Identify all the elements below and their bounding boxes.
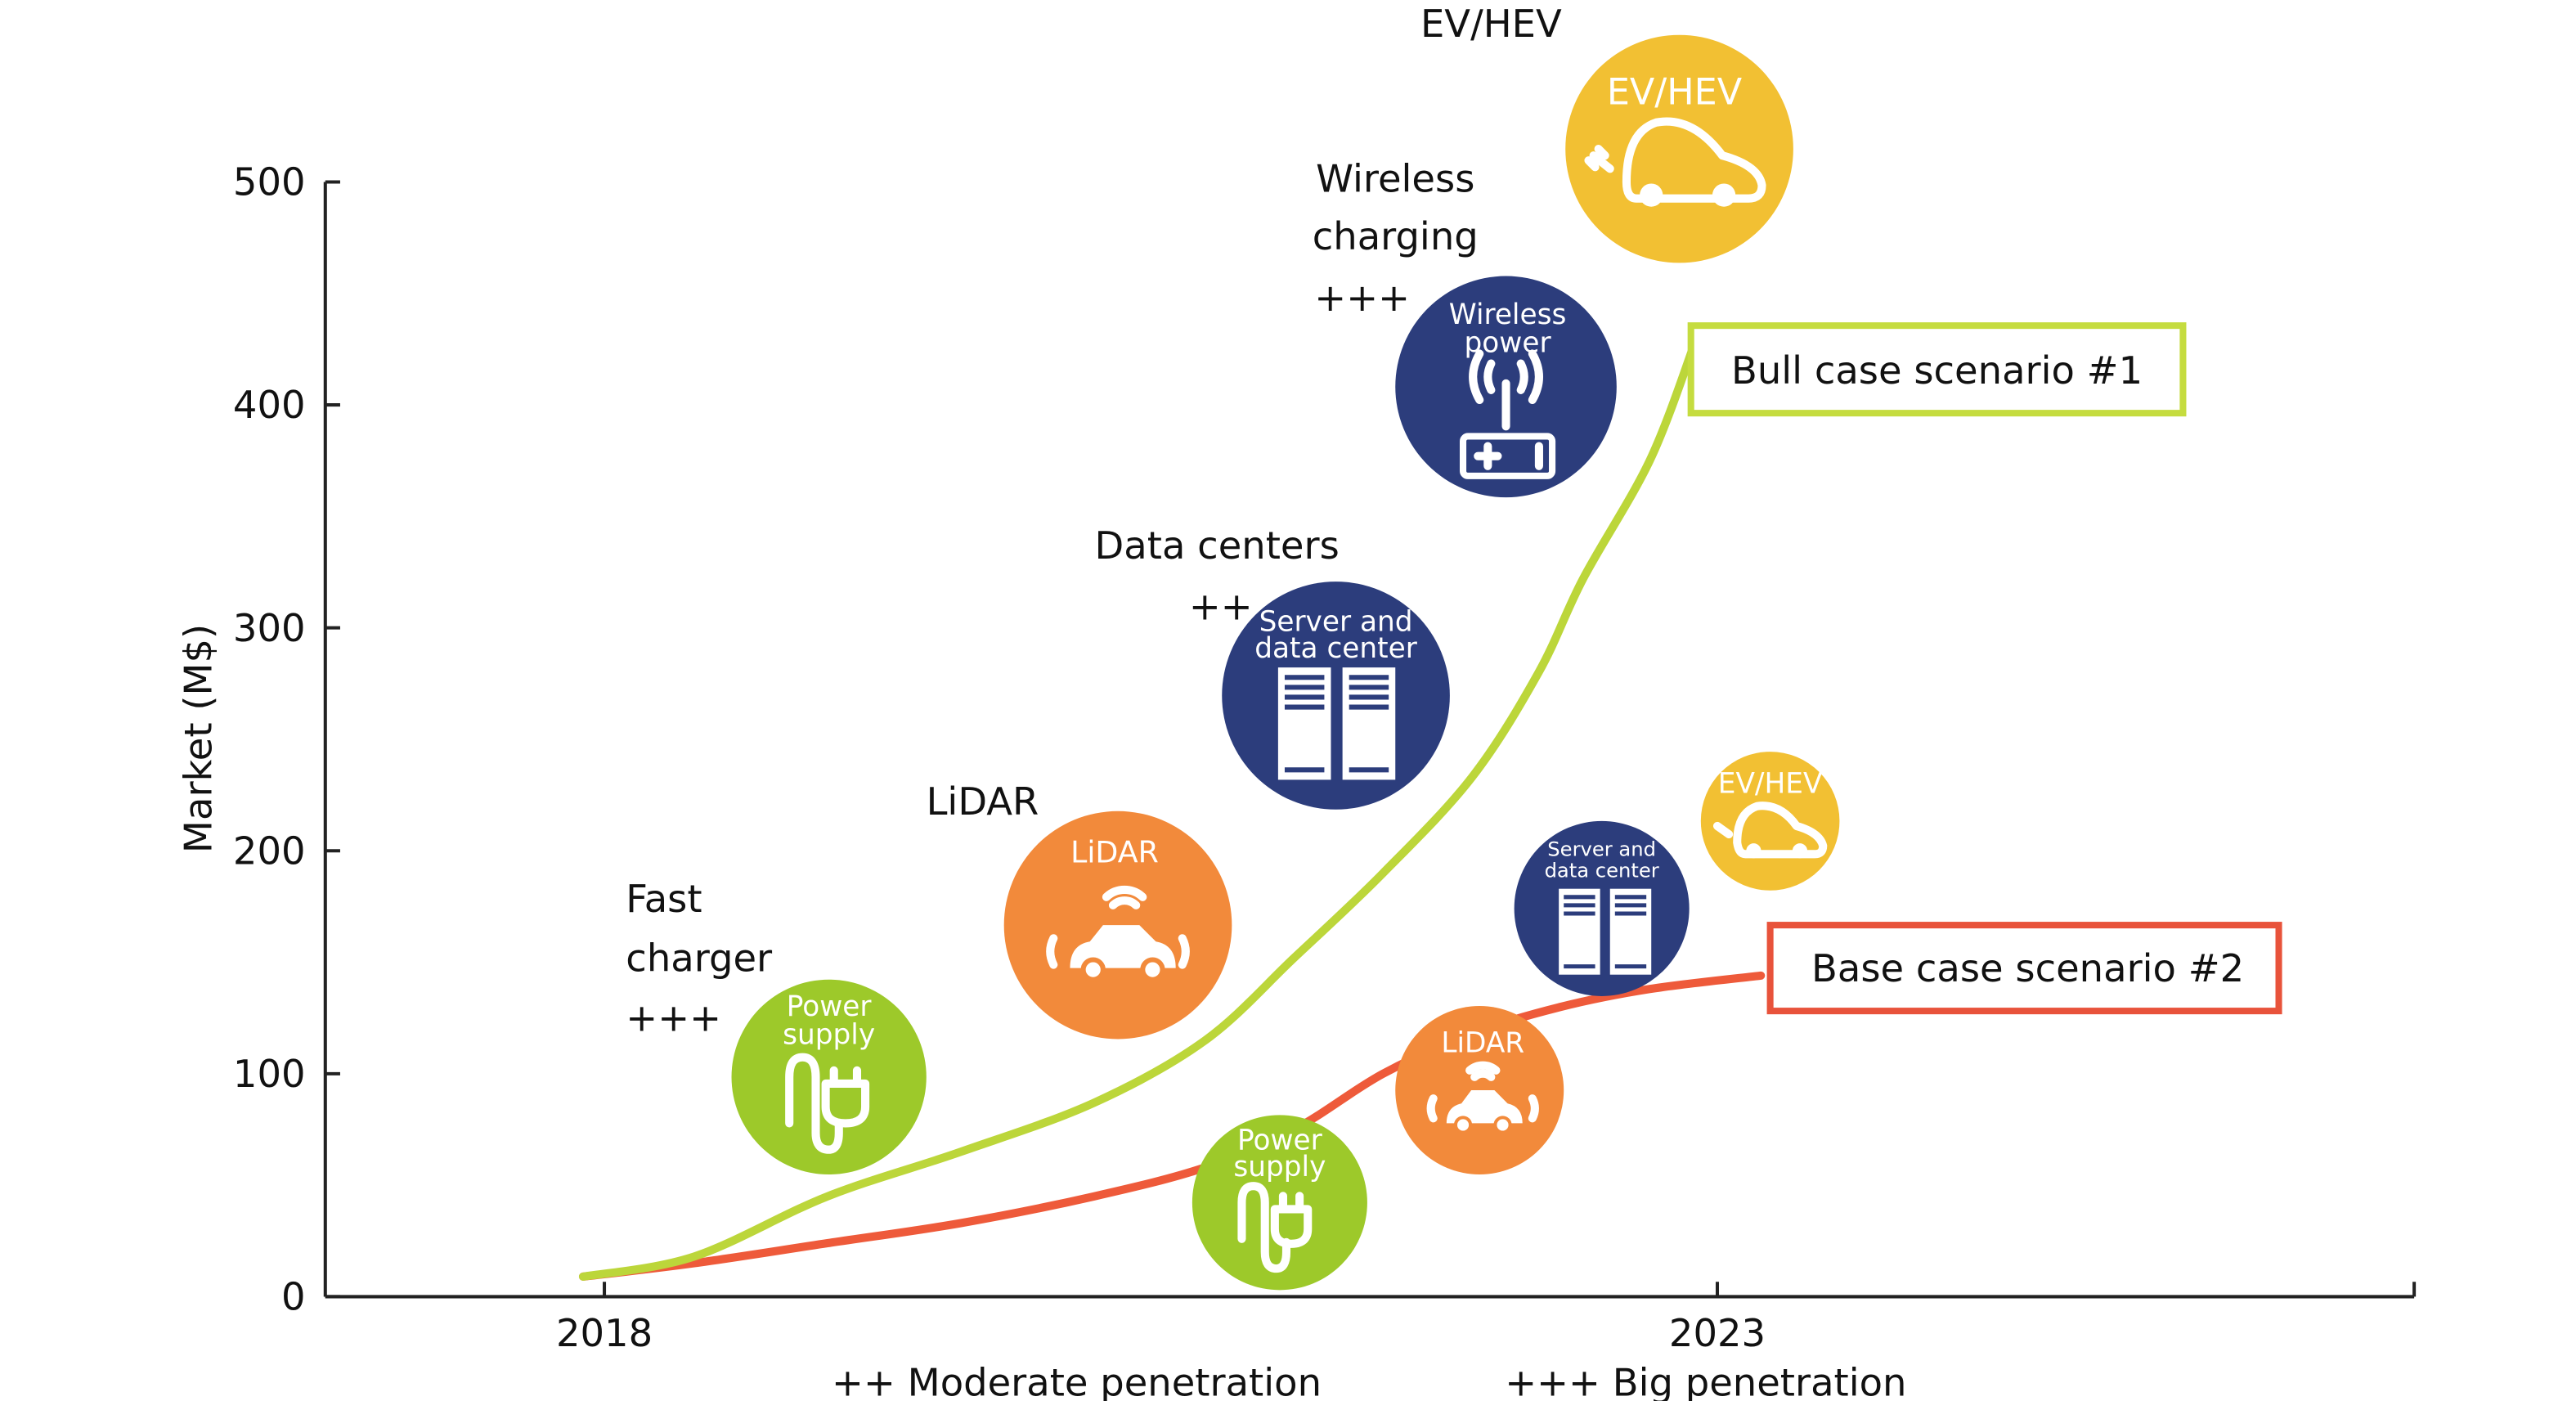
svg-text:Server and: Server and [1259,606,1413,639]
footer-moderate: ++ Moderate penetration [832,1361,1322,1401]
annotation-fast-rating: +++ [626,995,721,1040]
y-tick-label: 500 [233,160,306,204]
y-tick-label: 400 [233,383,306,427]
y-tick-label: 300 [233,606,306,650]
annotation-charging: charging [1313,214,1479,258]
svg-text:Server and: Server and [1547,837,1656,860]
autonomous-car-icon [1426,1061,1539,1134]
svg-text:supply: supply [783,1019,875,1052]
bubble-ev-hev-small: EV/HEV [1700,752,1840,891]
y-tick-label: 0 [281,1275,306,1319]
svg-text:Wireless: Wireless [1449,299,1567,331]
svg-text:EV/HEV: EV/HEV [1607,72,1743,114]
svg-text:LiDAR: LiDAR [1441,1027,1524,1060]
annotation-charger: charger [626,936,773,981]
y-tick-label: 200 [233,828,306,873]
electric-car-icon [1584,117,1766,207]
svg-text:data center: data center [1545,860,1659,882]
svg-text:EV/HEV: EV/HEV [1718,768,1823,801]
electric-car-icon [1712,802,1828,859]
server-rack-icon [1559,888,1652,975]
annotation-lidar: LiDAR [927,779,1039,824]
bubble-power-supply: Power supply [731,979,927,1175]
bubble-lidar-small: LiDAR [1395,1006,1564,1175]
y-ticks: 0 100 200 300 400 500 [233,160,340,1319]
plug-icon [1237,1182,1313,1273]
bubble-lidar: LiDAR [1003,811,1232,1040]
annotation-wireless: Wireless [1316,157,1474,201]
annotation-wireless-rating: +++ [1314,276,1410,320]
legend-base-case: Base case scenario #2 [1766,922,2282,1015]
svg-text:supply: supply [1233,1151,1326,1183]
annotation-data-centers: Data centers [1095,523,1340,568]
annotation-fast: Fast [626,877,702,921]
bubble-ev-hev: EV/HEV [1565,34,1793,263]
bubble-power-supply-small: Power supply [1192,1115,1367,1291]
annotation-ev-hev: EV/HEV [1420,2,1562,46]
legend-bull-case: Bull case scenario #1 [1687,322,2187,417]
y-axis-label: Market (M$) [176,624,220,853]
autonomous-car-icon [1046,885,1190,982]
x-tick-label: 2018 [556,1311,653,1355]
bubble-wireless-power: Wireless power [1395,276,1617,498]
x-tick-label: 2023 [1669,1311,1766,1355]
annotation-data-centers-rating: ++ [1189,585,1253,629]
svg-text:Power: Power [1237,1125,1323,1157]
plug-icon [785,1053,870,1154]
footer-big: +++ Big penetration [1505,1361,1906,1401]
server-rack-icon [1277,667,1396,780]
bubble-server-data-center-small: Server and data center [1514,820,1690,996]
svg-text:Bull case scenario #1: Bull case scenario #1 [1731,348,2143,393]
series-line-bull-case [578,340,1699,1281]
svg-text:Power: Power [787,990,873,1023]
y-tick-label: 100 [233,1052,306,1096]
wireless-battery-icon [1459,349,1556,479]
bubble-server-data-center: Server and data center [1222,582,1450,810]
svg-text:Base case scenario #2: Base case scenario #2 [1811,946,2244,990]
svg-text:LiDAR: LiDAR [1070,834,1159,869]
svg-text:data center: data center [1254,632,1417,665]
